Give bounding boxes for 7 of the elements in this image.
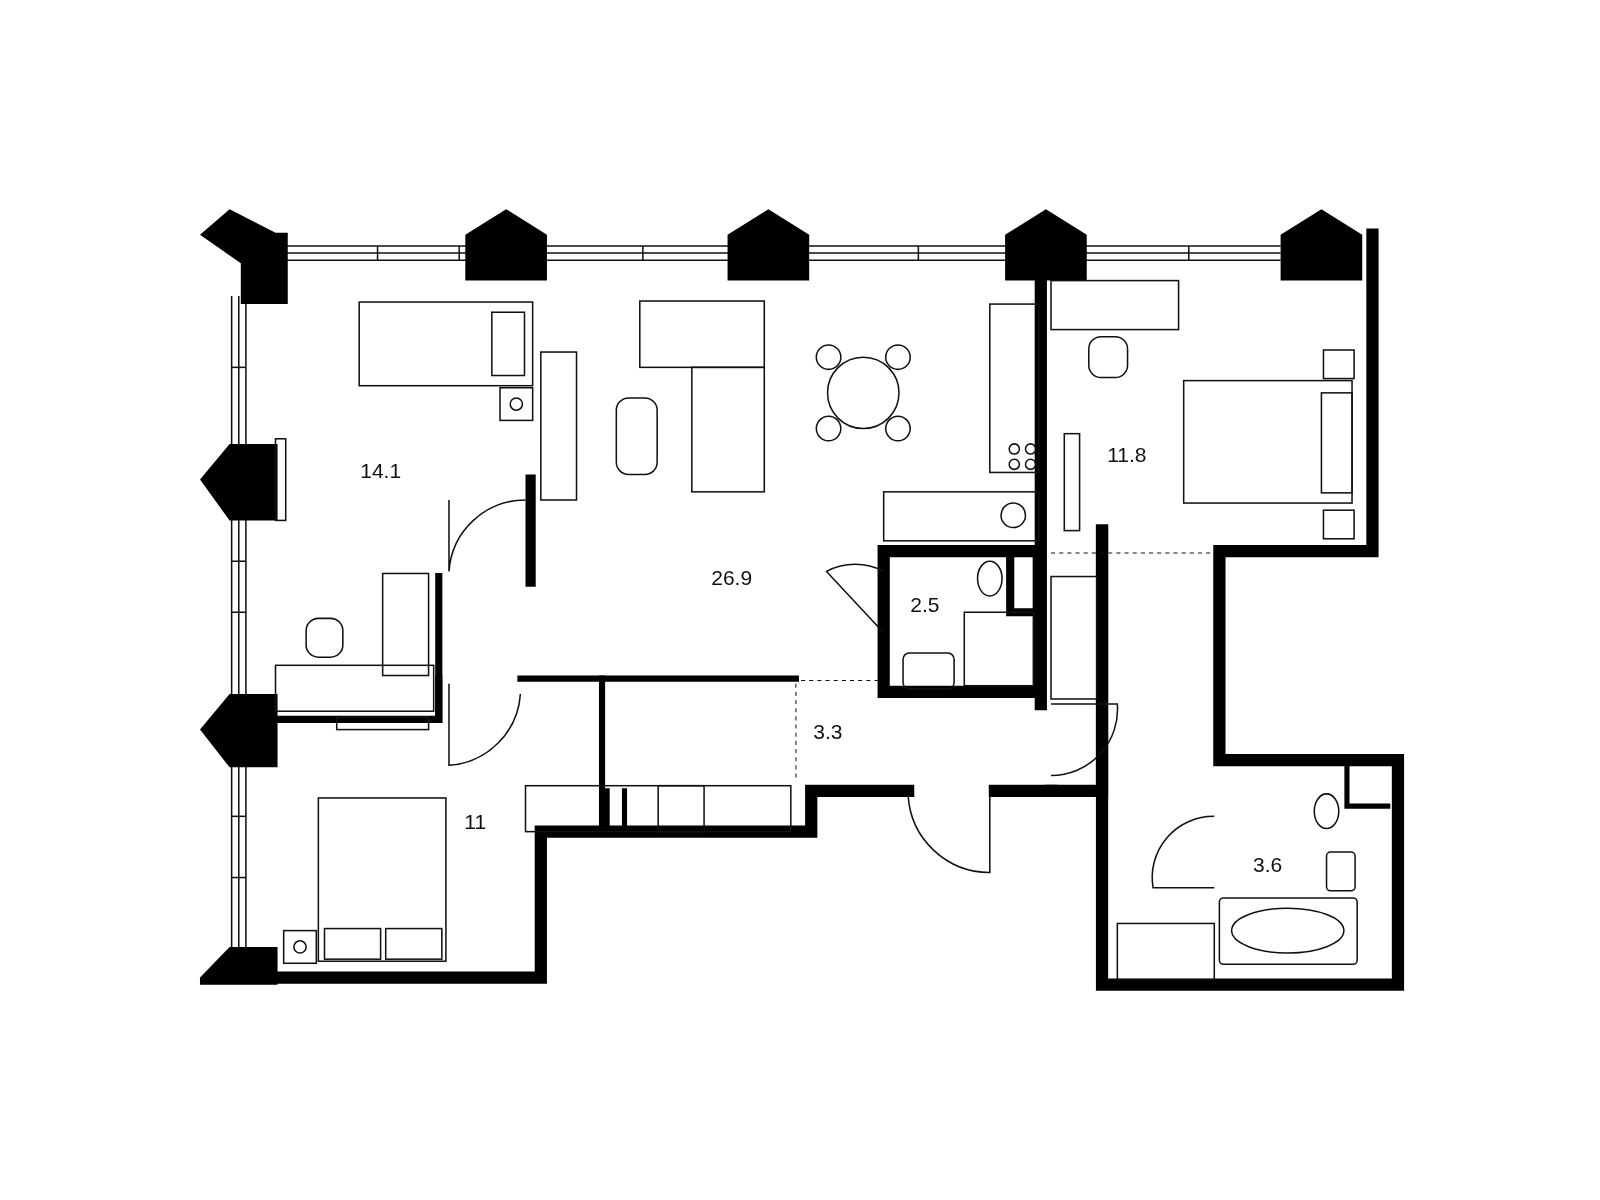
room-area: 11 xyxy=(464,810,487,835)
room-area: 26.9 xyxy=(711,566,753,591)
room-area: 14.1 xyxy=(360,459,402,484)
room-area: 3.3 xyxy=(813,720,843,745)
room-area: 3.6 xyxy=(1253,853,1283,878)
room-area: 2.5 xyxy=(910,592,940,617)
room-area: 11.8 xyxy=(1107,442,1147,467)
